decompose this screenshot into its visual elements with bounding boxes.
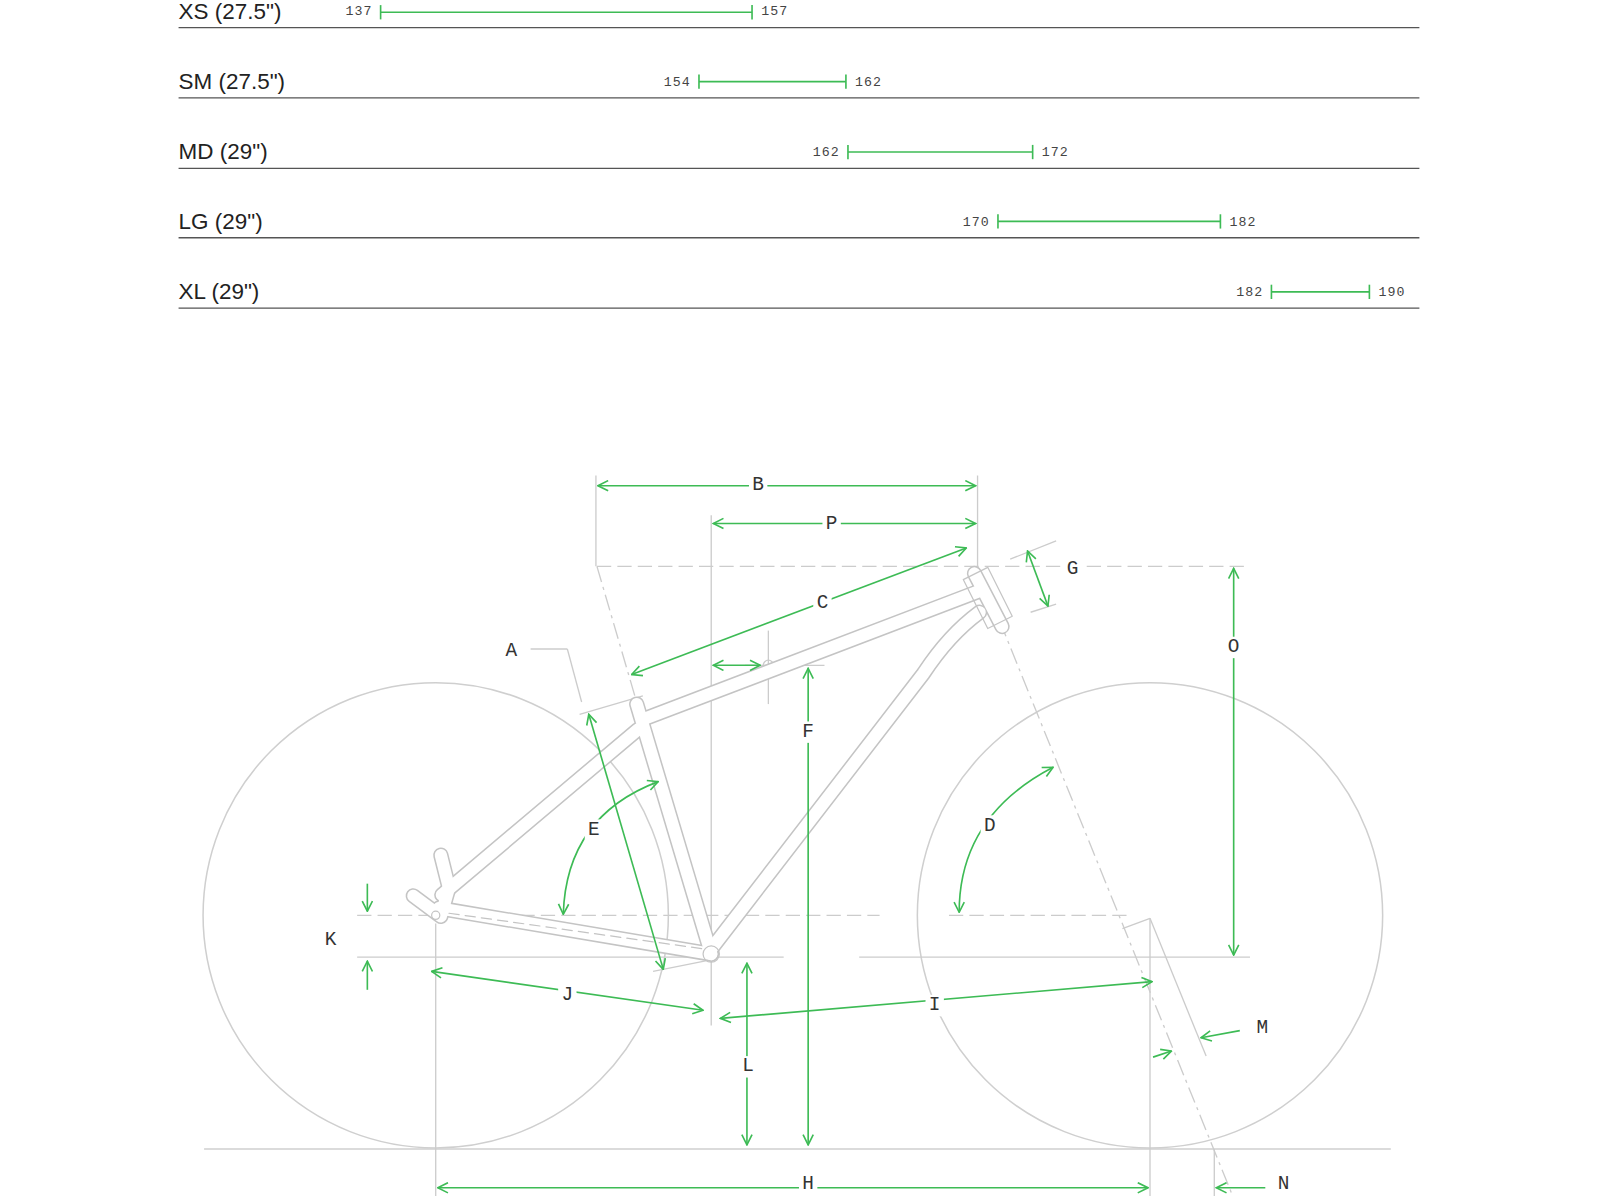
height-range-bars — [381, 5, 1370, 299]
max-height: 157 — [761, 6, 788, 19]
dimension-arrows — [367, 486, 1265, 1188]
dimension-letter: B — [749, 474, 767, 495]
min-height: 162 — [813, 145, 840, 158]
max-height: 162 — [855, 75, 882, 88]
max-height: 190 — [1379, 285, 1406, 298]
dimension-letter: F — [799, 721, 817, 742]
dimension-letter: O — [1225, 636, 1243, 657]
size-name: XL (29") — [179, 281, 260, 303]
dimension-letter: M — [1253, 1017, 1271, 1038]
dimension-letter: A — [502, 640, 520, 661]
dimension-letter: D — [981, 815, 999, 836]
dimension-letter: G — [1064, 559, 1082, 580]
max-height: 172 — [1042, 145, 1069, 158]
construction-lines — [357, 476, 1250, 1196]
bike-frame — [413, 567, 1012, 962]
dimension-letter: L — [739, 1056, 757, 1077]
size-name: MD (29") — [179, 141, 268, 163]
dimension-letter: C — [814, 592, 832, 613]
dimension-letter: I — [926, 994, 944, 1015]
min-height: 137 — [346, 6, 373, 19]
dimension-letter: E — [585, 819, 603, 840]
dimension-letter: H — [799, 1173, 817, 1194]
size-name: SM (27.5") — [179, 70, 286, 92]
size-rules — [179, 28, 1420, 309]
max-height: 182 — [1230, 215, 1257, 228]
size-name: XS (27.5") — [179, 1, 282, 23]
min-height: 182 — [1236, 285, 1263, 298]
wheels — [203, 683, 1391, 1149]
min-height: 154 — [664, 75, 691, 88]
dimension-letter: J — [558, 984, 576, 1005]
min-height: 170 — [963, 215, 990, 228]
dimension-letter: P — [823, 513, 841, 534]
size-name: LG (29") — [179, 210, 263, 232]
dimension-letter: N — [1275, 1173, 1293, 1194]
dimension-letter: K — [322, 929, 340, 950]
